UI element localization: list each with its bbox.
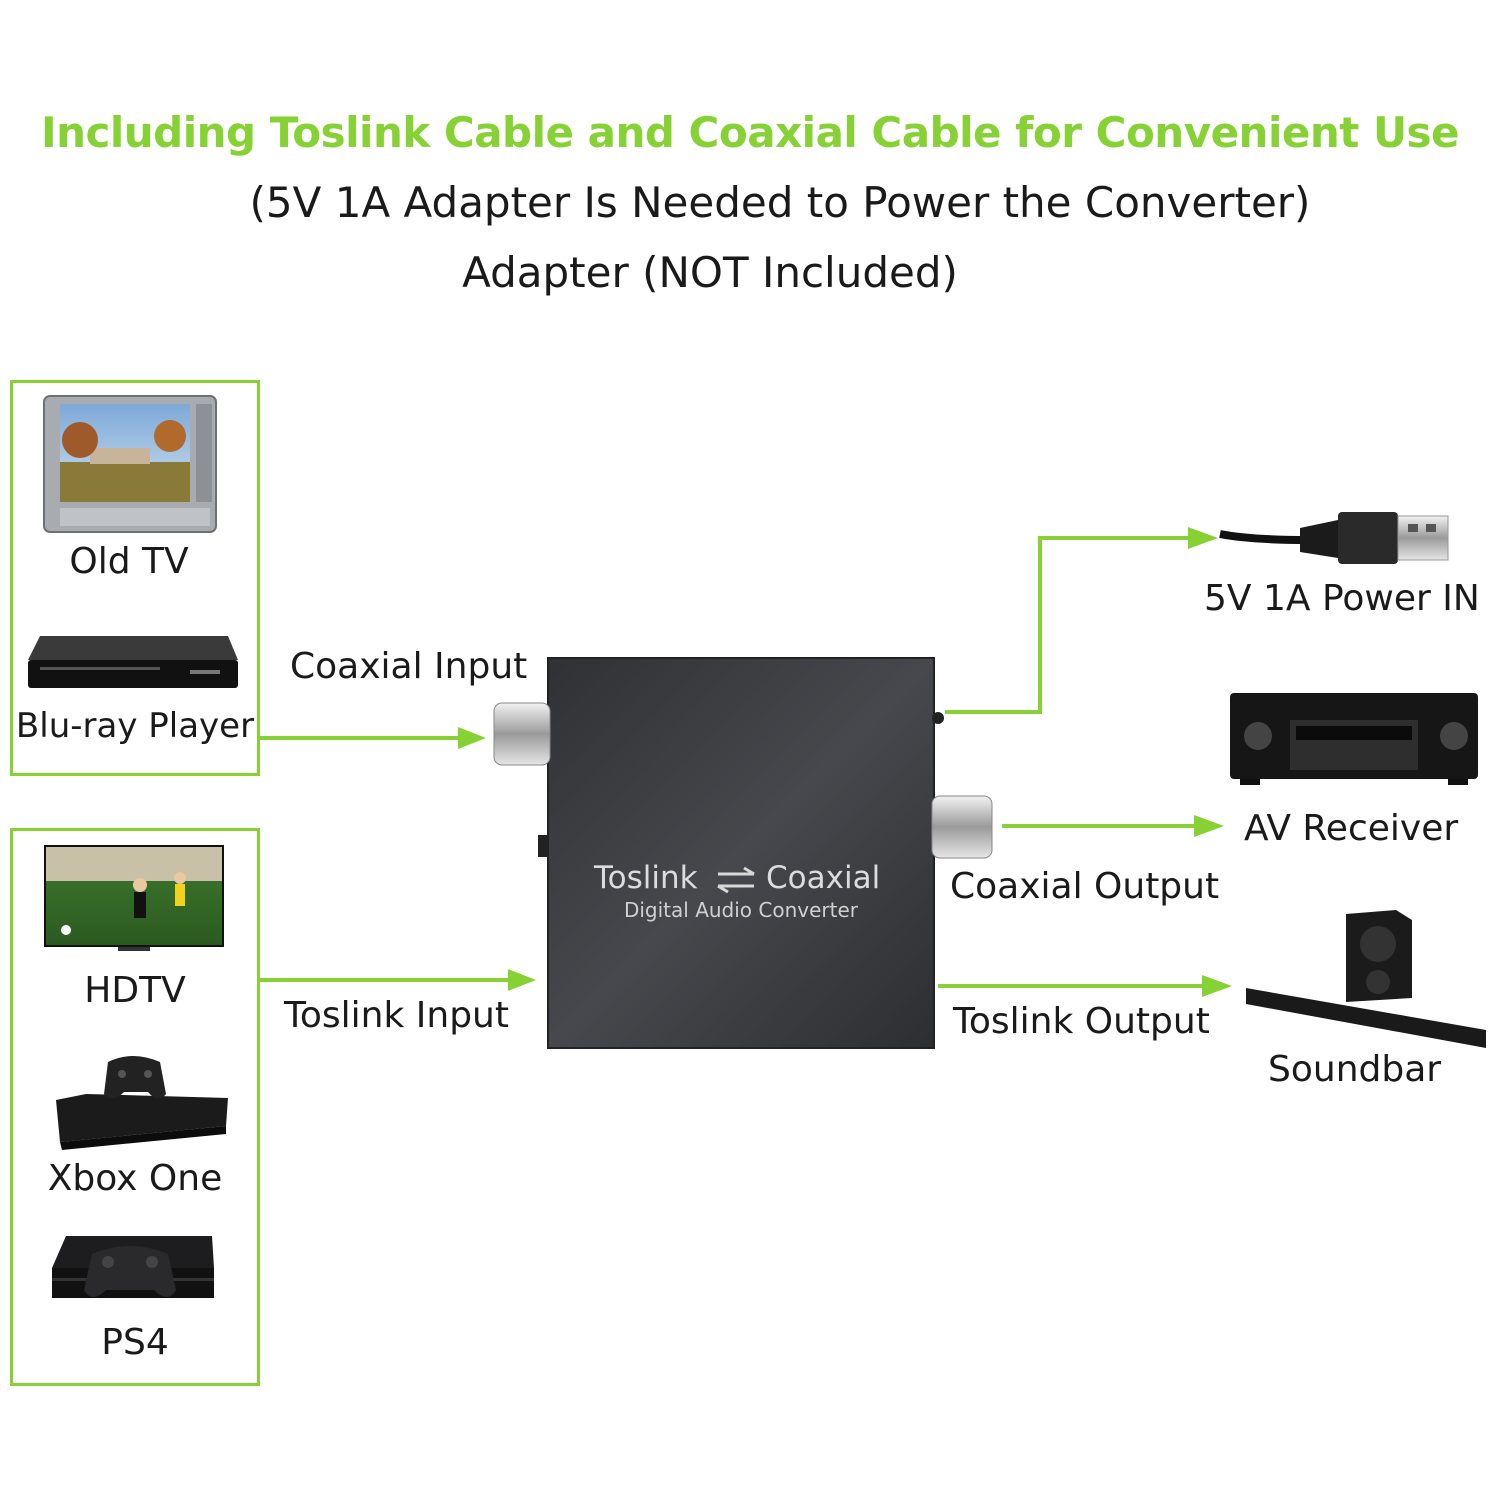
source-label-ps4: PS4 — [101, 1322, 169, 1363]
output-label-soundbar: Soundbar — [1268, 1049, 1442, 1090]
soundbar-icon — [1246, 910, 1486, 1048]
crt-tv-icon — [43, 395, 217, 533]
xbox-one-icon — [56, 1056, 228, 1150]
coaxial-output-label: Coaxial Output — [950, 866, 1220, 907]
converter-subtitle: Digital Audio Converter — [623, 898, 859, 922]
source-group-1 — [10, 380, 260, 776]
power-requirement: (5V 1A Adapter Is Needed to Power the Co… — [249, 178, 1311, 227]
headline: Including Toslink Cable and Coaxial Cabl… — [40, 108, 1460, 157]
connection-lines — [260, 536, 1206, 988]
hdtv-icon — [44, 845, 224, 951]
source-label-xbox: Xbox One — [47, 1158, 223, 1199]
source-group-2 — [10, 828, 260, 1386]
output-label-av-receiver: AV Receiver — [1244, 808, 1459, 849]
converter-title-left: Toslink — [594, 860, 698, 896]
converter-title-right: Coaxial — [766, 860, 881, 896]
adapter-note: Adapter (NOT Included) — [462, 248, 958, 297]
coaxial-input-label: Coaxial Input — [290, 646, 528, 687]
toslink-input-label: Toslink Input — [284, 995, 509, 1036]
power-in-label: 5V 1A Power IN — [1204, 578, 1480, 619]
av-receiver-icon — [1230, 693, 1478, 785]
converter-device — [493, 657, 993, 1049]
source-label-hdtv: HDTV — [84, 970, 186, 1011]
usb-cable-icon — [1219, 512, 1449, 564]
source-label-bluray: Blu-ray Player — [15, 706, 255, 746]
bidirectional-arrows-icon — [717, 866, 755, 894]
toslink-output-label: Toslink Output — [953, 1001, 1210, 1042]
source-label-old-tv: Old TV — [69, 541, 189, 582]
bluray-player-icon — [28, 636, 238, 688]
ps4-icon — [52, 1236, 214, 1298]
arrowheads — [458, 527, 1232, 997]
